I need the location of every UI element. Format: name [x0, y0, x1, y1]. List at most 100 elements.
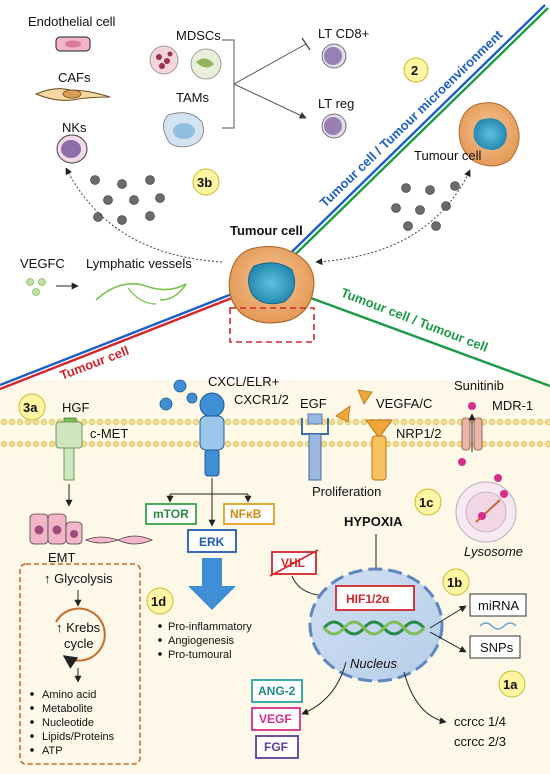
effect-bullet	[158, 624, 162, 628]
badge-1b	[442, 568, 470, 596]
nrp-receptor-icon	[365, 419, 393, 439]
svg-text:ANG-2: ANG-2	[258, 684, 296, 698]
svg-text:miRNA: miRNA	[478, 598, 519, 613]
badge-2	[403, 57, 429, 83]
dna-helix-icon	[322, 620, 426, 636]
metabolite-item: Nucleotide	[42, 717, 94, 729]
badge-1d	[146, 587, 174, 615]
vegf-box	[251, 707, 301, 731]
svg-text:FGF: FGF	[264, 740, 288, 754]
effect-item: Angiogenesis	[168, 635, 235, 647]
mdsc-tam-bracket	[222, 39, 235, 129]
ccrcc-23-label: ccrcc 2/3	[454, 734, 506, 749]
arrow-tumour-to-nks	[65, 167, 223, 263]
effect-item: Pro-tumoural	[168, 649, 232, 661]
secreted-factors-right	[391, 181, 460, 231]
egf-label: EGF	[300, 396, 327, 411]
sunitinib-intracellular-2	[494, 474, 502, 482]
metabolite-list: Amino acidMetaboliteNucleotideLipids/Pro…	[30, 689, 115, 757]
nucleus-label: Nucleus	[350, 656, 397, 671]
nrp-label: NRP1/2	[396, 426, 442, 441]
mirna-box	[469, 593, 527, 617]
svg-text:1b: 1b	[447, 575, 462, 590]
svg-text:NFκB: NFκB	[230, 507, 262, 521]
cmet-label: c-MET	[90, 426, 128, 441]
metabolism-box	[19, 563, 141, 765]
erk-effect-arrow	[188, 558, 236, 610]
cxcr-receptor-icon	[199, 415, 225, 451]
metabolite-bullet	[30, 706, 34, 710]
hgf-label: HGF	[62, 400, 90, 415]
membrane-lipids	[0, 418, 550, 448]
mdsc-cell-icon	[149, 45, 179, 75]
effect-item: Pro-inflammatory	[168, 621, 252, 633]
cxcr-label: CXCR1/2	[234, 392, 289, 407]
cxcl-label: CXCL/ELR+	[208, 374, 279, 389]
cmet-receptor-icon	[55, 421, 83, 449]
cxcr-receptor-head	[199, 392, 225, 418]
metabolite-item: Metabolite	[42, 703, 93, 715]
proliferation-label: Proliferation	[312, 484, 381, 499]
diagonal-lines	[0, 4, 550, 391]
lysosome-label: Lysosome	[464, 544, 523, 559]
nfkb-box	[223, 503, 275, 525]
snps-box	[469, 635, 521, 659]
endothelial-cell-label: Endothelial cell	[28, 14, 116, 29]
badge-1a	[498, 670, 526, 698]
svg-text:mTOR: mTOR	[153, 507, 189, 521]
badge-3a	[18, 393, 46, 421]
tams-label: TAMs	[176, 90, 209, 105]
mdr1-label: MDR-1	[492, 398, 533, 413]
lymphatic-vessels-label: Lymphatic vessels	[86, 256, 192, 271]
emt-label: EMT	[48, 550, 76, 565]
vegfa-ligand-icon-2	[335, 405, 351, 423]
badge-3b	[192, 168, 220, 196]
effect-bullet	[158, 652, 162, 656]
badge-1c	[414, 488, 442, 516]
sunitinib-intracellular-1	[458, 458, 466, 466]
lymphatic-vessel-icon	[95, 283, 187, 301]
erk-box	[187, 529, 237, 553]
cytoplasm-region	[0, 380, 550, 774]
vegfc-particles	[26, 278, 46, 296]
svg-text:VEGF: VEGF	[259, 712, 292, 726]
secreted-factors-left	[90, 175, 165, 225]
glycolysis-label: ↑ Glycolysis	[44, 571, 113, 586]
svg-text:1c: 1c	[419, 495, 433, 510]
emt-cells-icon	[29, 513, 153, 545]
vegfa-ligand-icon	[357, 389, 373, 405]
krebs-cycle-icon	[55, 607, 106, 669]
lt-reg-label: LT reg	[318, 96, 354, 111]
hif-box	[335, 585, 415, 611]
krebs-label-1: ↑ Krebs	[56, 620, 101, 635]
svg-text:SNPs: SNPs	[480, 640, 514, 655]
svg-text:3a: 3a	[23, 400, 38, 415]
mtor-box	[145, 503, 197, 525]
svg-text:2: 2	[411, 63, 418, 78]
svg-text:3b: 3b	[197, 175, 212, 190]
metabolite-bullet	[30, 720, 34, 724]
metabolite-item: Lipids/Proteins	[42, 731, 115, 743]
metabolite-item: ATP	[42, 745, 63, 757]
metabolite-bullet	[30, 692, 34, 696]
ang2-box	[251, 679, 303, 703]
lt-cd8-label: LT CD8+	[318, 26, 369, 41]
cafs-label: CAFs	[58, 70, 91, 85]
cxcl-ligands-icon	[159, 379, 198, 411]
ccrcc-14-label: ccrcc 1/4	[454, 714, 506, 729]
vegfa-label: VEGFA/C	[376, 396, 432, 411]
diagonal-label-tumour-tumour: Tumour cell / Tumour cell	[339, 285, 490, 355]
mdscs-label: MDSCs	[176, 28, 221, 43]
egf-ligand-icon	[307, 413, 323, 425]
tumour-cell-right-label: Tumour cell	[414, 148, 482, 163]
svg-text:ERK: ERK	[199, 535, 225, 549]
svg-text:HIF1/2α: HIF1/2α	[346, 592, 390, 606]
mdr1-pump-icon	[461, 417, 471, 451]
svg-text:1a: 1a	[503, 677, 518, 692]
tumour-cell-center-label: Tumour cell	[230, 223, 303, 238]
svg-text:1d: 1d	[151, 594, 166, 609]
metabolite-bullet	[30, 734, 34, 738]
effect-bullet	[158, 638, 162, 642]
